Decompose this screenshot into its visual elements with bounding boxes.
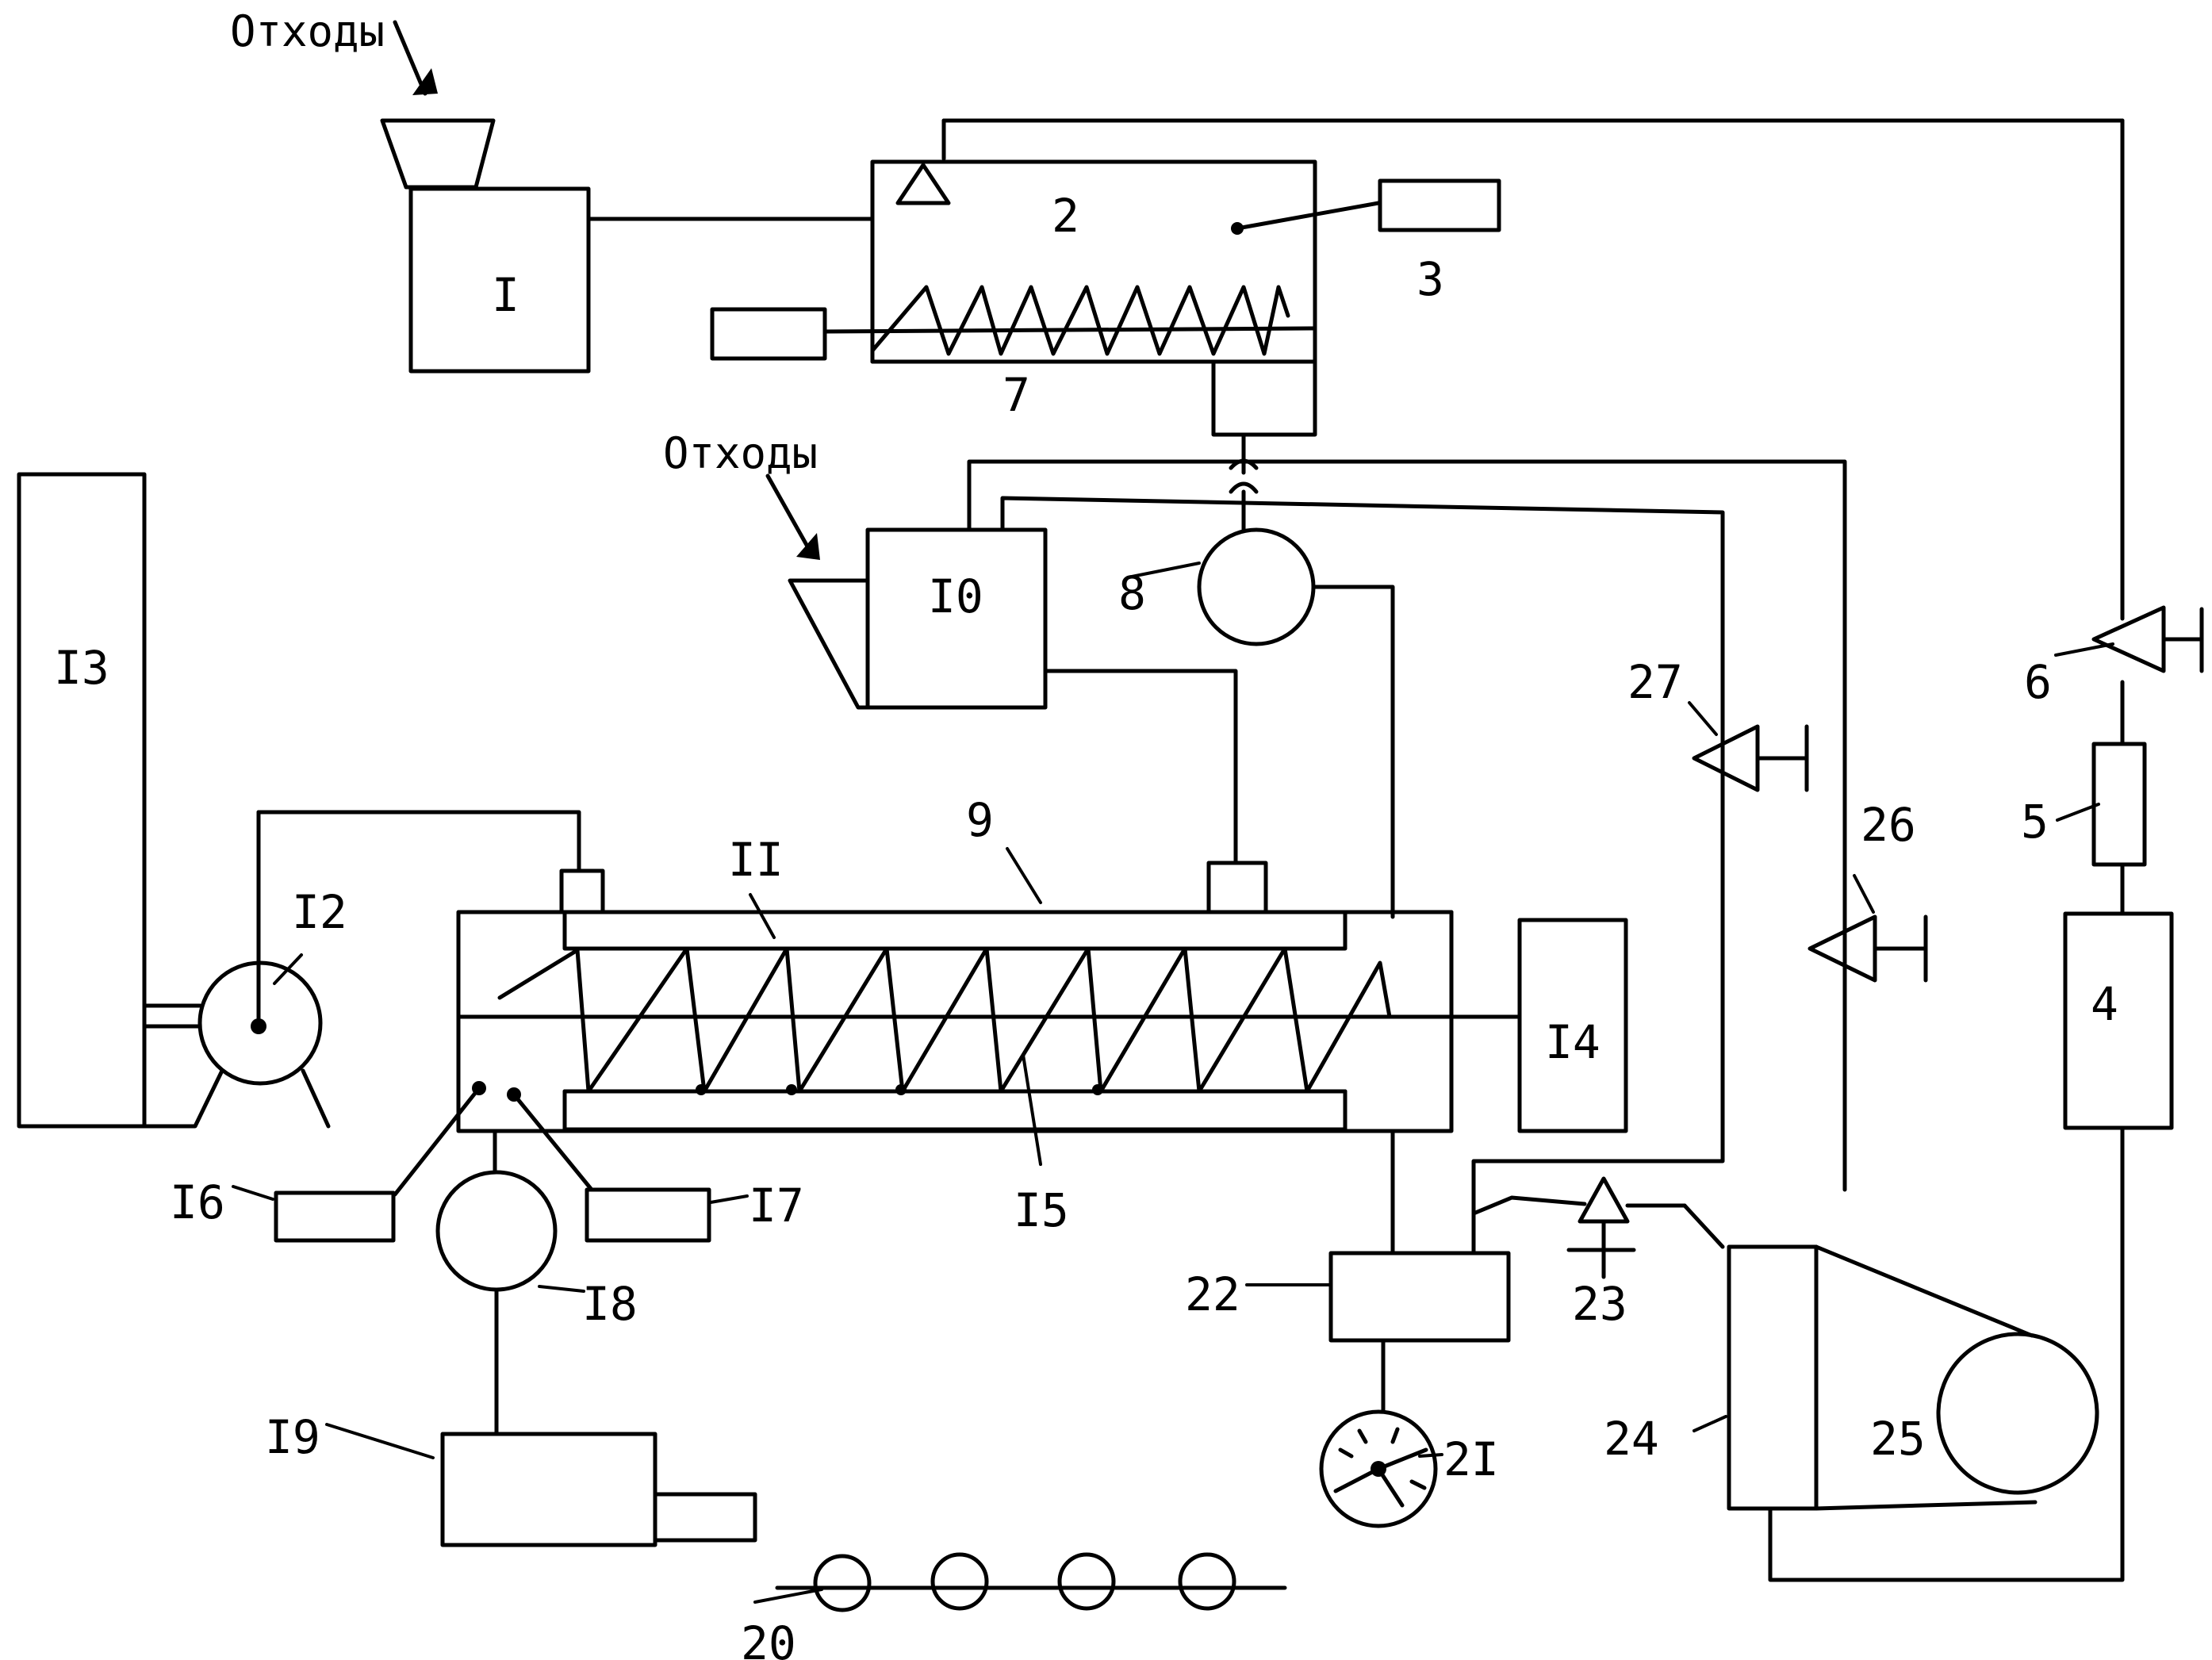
label-21: 2I — [1443, 1432, 1499, 1486]
label-waste-mid: Отходы — [663, 428, 818, 478]
valve-23 — [1580, 1179, 1627, 1221]
unit-4-box — [2065, 914, 2172, 1128]
unit-24-box — [1729, 1247, 1816, 1509]
valve-26 — [1810, 917, 1875, 980]
unit-17-box — [587, 1190, 709, 1240]
nozzle-triangle-2 — [898, 165, 949, 203]
reactor-inlet-left — [562, 871, 603, 912]
unit-19-outlet — [655, 1494, 755, 1540]
hopper-mid — [790, 581, 868, 707]
drive-box-7 — [712, 309, 825, 358]
label-22: 22 — [1185, 1267, 1240, 1321]
drum-25 — [1938, 1334, 2097, 1493]
unit-19-box — [443, 1434, 655, 1545]
valve-6 — [2094, 608, 2164, 671]
screw-15 — [500, 949, 1390, 1091]
pump-18 — [438, 1172, 555, 1290]
reactor-11-outer — [458, 912, 1451, 1131]
unit-22-box — [1331, 1253, 1509, 1340]
pump-8 — [1199, 530, 1313, 644]
label-10: I0 — [928, 569, 983, 623]
roller-20-4 — [1180, 1555, 1234, 1608]
unit-3-box — [1380, 181, 1499, 230]
unit-5-box — [2094, 744, 2145, 865]
label-11: II — [728, 833, 784, 887]
screw-7 — [872, 287, 1288, 354]
label-26: 26 — [1861, 798, 1916, 852]
valve-27 — [1694, 726, 1758, 790]
label-19: I9 — [265, 1410, 320, 1464]
label-1: I — [492, 268, 519, 322]
label-23: 23 — [1572, 1277, 1627, 1331]
hopper-top — [382, 121, 493, 187]
outlet-chute-2 — [1213, 362, 1315, 435]
label-27: 27 — [1627, 655, 1683, 709]
stack-13 — [19, 474, 144, 1126]
label-5: 5 — [2021, 795, 2049, 849]
reactor-inlet-top — [1209, 863, 1266, 912]
roller-20-2 — [933, 1555, 987, 1608]
label-6: 6 — [2024, 655, 2052, 709]
label-16: I6 — [170, 1175, 225, 1229]
label-20: 20 — [741, 1616, 796, 1660]
label-3: 3 — [1417, 252, 1444, 306]
label-18: I8 — [582, 1277, 638, 1331]
label-24: 24 — [1604, 1412, 1659, 1466]
label-8: 8 — [1118, 566, 1146, 620]
waste-input-arrow-top — [395, 22, 438, 95]
label-2: 2 — [1052, 189, 1079, 243]
label-9: 9 — [966, 793, 994, 847]
label-7: 7 — [1002, 368, 1030, 422]
roller-20-1 — [815, 1556, 869, 1610]
waste-input-arrow-mid — [768, 476, 820, 560]
unit-16-box — [276, 1193, 393, 1240]
label-12: I2 — [292, 885, 347, 939]
label-14: I4 — [1545, 1015, 1601, 1069]
label-15: I5 — [1014, 1183, 1069, 1237]
label-waste-top: Отходы — [230, 6, 385, 56]
roller-20-3 — [1060, 1555, 1114, 1608]
label-4: 4 — [2091, 977, 2118, 1031]
label-17: I7 — [749, 1179, 804, 1233]
label-25: 25 — [1870, 1412, 1926, 1466]
label-13: I3 — [54, 641, 109, 695]
